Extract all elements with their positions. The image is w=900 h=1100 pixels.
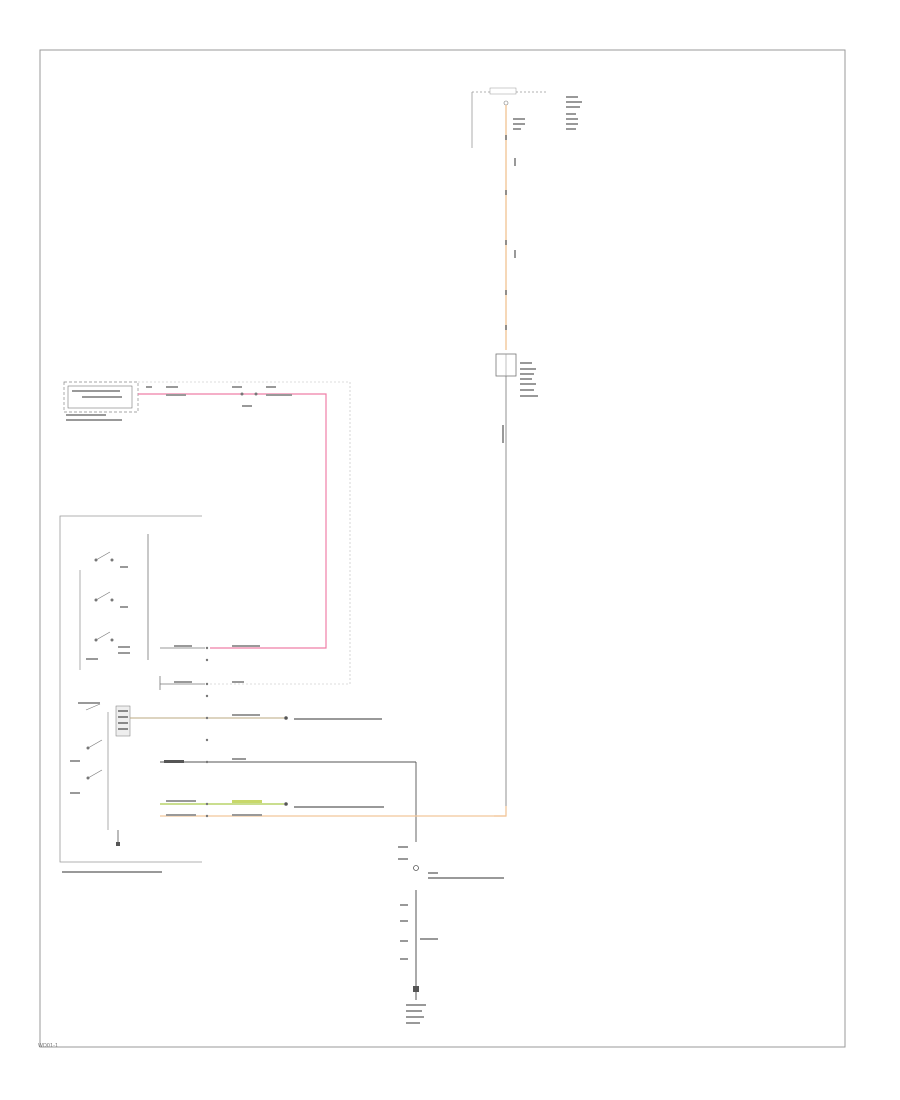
shield-outline — [138, 381, 351, 685]
power-feed-wire — [505, 105, 516, 350]
ground-path — [398, 846, 504, 1024]
controller-outputs — [130, 645, 507, 842]
figure-id-label: WD01-1 — [38, 1043, 59, 1049]
signal-wire-pink — [138, 386, 327, 649]
sensor-module — [63, 381, 139, 421]
inline-fuse — [495, 353, 538, 397]
brake-controller — [59, 515, 202, 873]
diagram-frame — [39, 49, 846, 1048]
power-source-block — [471, 87, 582, 148]
